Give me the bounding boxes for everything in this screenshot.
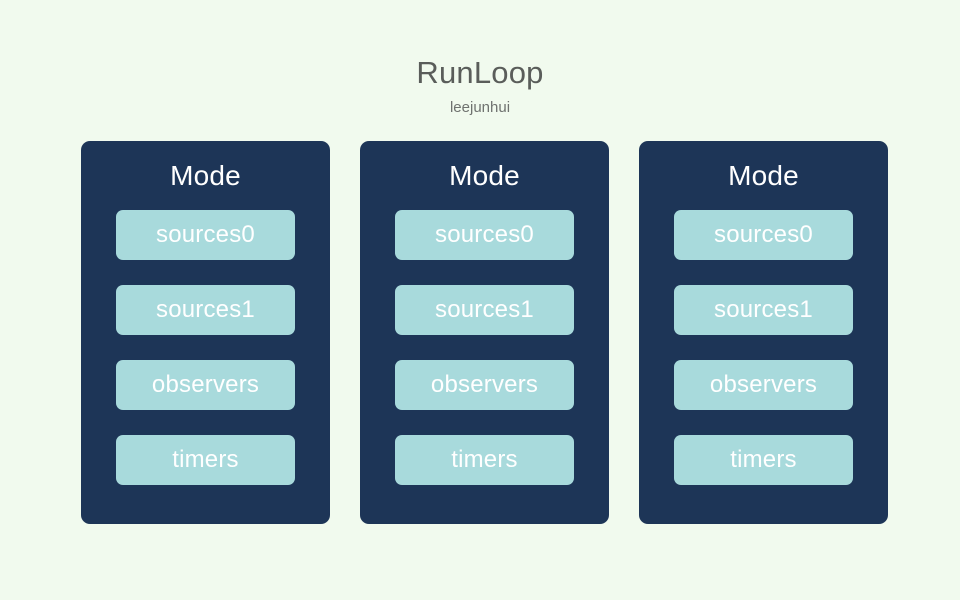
mode-panel-3: Mode sources0 sources1 observers timers — [639, 141, 888, 524]
page-subtitle: leejunhui — [449, 99, 511, 116]
mode-panel-2-item-timers: timers — [395, 435, 574, 485]
mode-panel-3-title: Mode — [728, 160, 799, 191]
mode-panel-2-item-sources1: sources1 — [395, 285, 574, 335]
mode-panel-3-item-timers: timers — [674, 435, 853, 485]
mode-panel-3-items: sources0 sources1 observers timers — [674, 210, 853, 498]
mode-panel-2-title: Mode — [449, 160, 520, 191]
mode-panel-1-title: Mode — [170, 160, 241, 191]
mode-panel-3-item-observers: observers — [674, 360, 853, 410]
mode-panel-1-item-sources0: sources0 — [116, 210, 295, 260]
mode-panel-2-items: sources0 sources1 observers timers — [395, 210, 574, 498]
mode-panel-1-item-timers: timers — [116, 435, 295, 485]
diagram-heading: RunLoop leejunhui — [0, 54, 960, 118]
mode-panel-2-item-observers: observers — [395, 360, 574, 410]
page-title: RunLoop — [416, 55, 544, 90]
mode-panel-2: Mode sources0 sources1 observers timers — [360, 141, 609, 524]
mode-panel-3-item-sources1: sources1 — [674, 285, 853, 335]
mode-panel-1: Mode sources0 sources1 observers timers — [81, 141, 330, 524]
mode-panel-1-items: sources0 sources1 observers timers — [116, 210, 295, 498]
mode-panel-1-item-sources1: sources1 — [116, 285, 295, 335]
mode-panel-row: Mode sources0 sources1 observers timers … — [81, 141, 888, 524]
mode-panel-1-item-observers: observers — [116, 360, 295, 410]
mode-panel-2-item-sources0: sources0 — [395, 210, 574, 260]
mode-panel-3-item-sources0: sources0 — [674, 210, 853, 260]
